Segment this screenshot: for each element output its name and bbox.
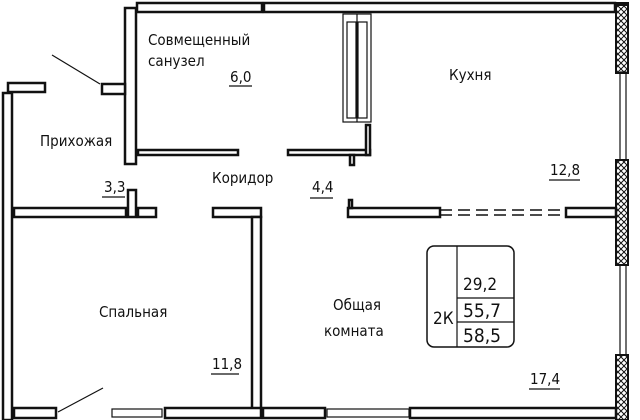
bedroom-area: 11,8	[212, 355, 242, 373]
living-room-label: Общая	[333, 296, 381, 314]
corridor-area: 4,4	[312, 178, 333, 196]
walls	[1, 1, 618, 420]
corridor-label: Коридор	[212, 169, 273, 187]
total-area: 55,7	[463, 300, 501, 322]
kitchen-label: Кухня	[449, 66, 492, 84]
living-area-total: 29,2	[463, 275, 497, 295]
entry-door-swing	[51, 54, 101, 85]
kitchen-area: 12,8	[550, 161, 580, 179]
hallway-label: Прихожая	[40, 132, 112, 150]
living-room-area: 17,4	[530, 370, 560, 388]
living-room-label-2: комната	[324, 322, 384, 340]
facade-hatched-walls	[615, 2, 629, 420]
ventilation-shaft	[342, 13, 372, 123]
bathroom-area: 6,0	[230, 68, 251, 86]
apartment-type: 2К	[433, 309, 454, 329]
bathroom-label-2: санузел	[148, 52, 205, 70]
apartment-summary-box: 2К 29,2 55,7 58,5	[426, 245, 515, 348]
balcony-opening-dashed	[440, 209, 566, 216]
hallway-area: 3,3	[104, 178, 125, 196]
total-area-with-balcony: 58,5	[463, 325, 501, 347]
bathroom-label: Совмещенный	[148, 31, 250, 49]
bedroom-label: Спальная	[99, 303, 167, 321]
balcony-door-swing	[57, 387, 104, 413]
